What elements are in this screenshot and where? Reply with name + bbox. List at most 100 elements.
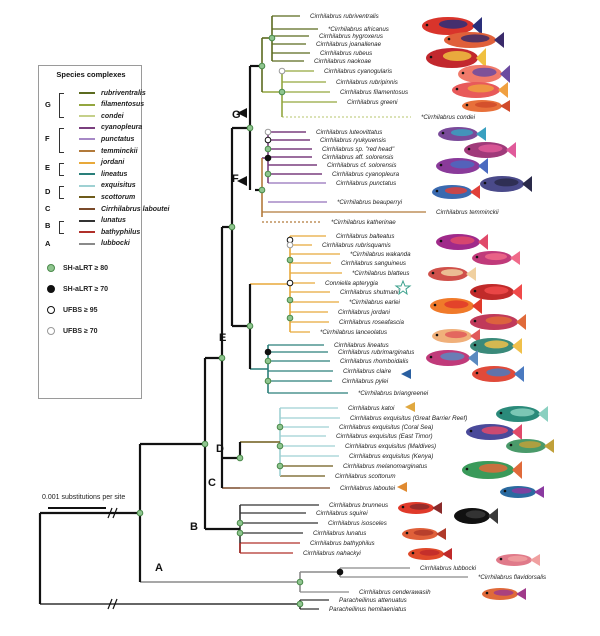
legend-complex-row: Cirrhilabrus laboutei [79,204,169,214]
legend-support-row: SH-aLRT ≥ 70 [47,283,108,295]
fish-pattern-icon [493,589,514,596]
support-node [264,377,272,385]
taxon-label: Cirrhilabrus rubriventralis [310,13,379,20]
fish-eye-icon [499,557,503,561]
fish-tail-icon [478,158,488,174]
fish-pattern-icon [511,487,532,494]
legend-complex-label: lunatus [101,217,126,225]
fish-pattern-icon [494,178,519,187]
branch-break [107,507,113,519]
support-dot-icon [47,264,55,272]
fish-tail-icon [506,142,516,158]
taxon-label: Cirrhilabrus aff. solorensis [322,154,394,161]
support-dot-icon [47,327,55,335]
support-node [286,241,294,249]
fish-pattern-icon [438,19,468,29]
taxon-label: Cirrhilabrus naokoae [314,58,372,65]
support-node [276,442,284,450]
fish-eye-icon [455,87,459,91]
fish-pattern-icon [484,286,509,295]
fish-tail-icon [470,185,480,199]
legend-line-swatch [79,126,95,129]
taxon-label: Cirrhilabrus balteatus [336,233,394,240]
fish-tail-icon [432,502,442,514]
legend-support-label: UFBS ≥ 95 [63,306,98,314]
taxon-label: Cirrhilabrus rhomboidalis [340,358,408,365]
legend-complex-row: exquisitus [79,181,136,191]
support-node [236,519,244,527]
taxon-label: Cirrhilabrus cf. solorensis [327,162,396,169]
taxon-label: Cirrhilabrus temminckii [436,209,499,216]
legend-line-swatch [79,138,95,141]
tree-support-nodes [136,34,344,608]
fish-tail-icon [516,314,526,330]
fish-eye-icon [473,343,477,347]
taxon-label: Cirrhilabrus joanallenae [316,41,382,48]
support-node [236,454,244,462]
legend-complex-label: scottorum [101,193,136,201]
taxon-label: Cirrhilabrus rubrisquamis [322,242,391,249]
fish-pattern-icon [409,503,430,510]
support-node [218,354,226,362]
fish-eye-icon [439,163,443,167]
support-node [276,423,284,431]
fish-pattern-icon [419,549,440,556]
fish-tail-icon [488,508,498,524]
support-node [286,279,294,287]
legend-support-row: UFBS ≥ 70 [47,325,98,337]
support-node [264,128,272,136]
legend-complex-row: bathyphilus [79,227,140,237]
clade-letter: B [190,521,198,533]
legend-complex-row: scottorum [79,192,135,202]
fish-eye-icon [433,303,437,307]
fish-pattern-icon [510,408,535,417]
taxon-label: Cirrhilabrus sp. "red head" [322,146,395,153]
fish-pattern-icon [451,129,473,137]
legend-line-swatch [79,103,95,106]
fish-tail-icon [470,329,480,343]
legend-complex-row: lineatus [79,169,127,179]
clade-letter: F [232,173,239,185]
fish-eye-icon [475,255,479,259]
fish-eye-icon [411,551,415,555]
legend-complex-row: temminckii [79,146,138,156]
support-node [286,314,294,322]
legend-group-letter: G [45,99,51,109]
taxon-label: Cirrhilabrus melanomarginatus [343,463,427,470]
fish-pattern-icon [441,269,463,277]
legend-group-bracket [59,127,64,153]
fish-pattern-icon [475,101,497,108]
fish-pattern-icon [481,426,508,435]
branch-break [107,598,113,610]
taxon-label: *Cirrhilabrus katherinae [331,219,396,226]
legend-complex-label: exquisitus [101,182,136,190]
legend-complex-label: bathyphilus [101,228,141,236]
fish-eye-icon [509,443,513,447]
fish-tail-icon [498,82,508,98]
fish-pattern-icon [440,352,465,361]
fish-tail-icon [472,298,482,314]
fish-tail-icon [516,588,526,600]
fish-eye-icon [461,71,465,75]
taxon-label: Cirrhilabrus pylei [342,378,389,385]
taxon-label: Cirrhilabrus greeni [347,99,398,106]
legend-group-letter: A [45,238,51,248]
fish-pattern-icon [507,555,528,562]
taxon-label: Cirrhilabrus laboutei [340,485,396,492]
fish-eye-icon [473,289,477,293]
taxon-label: *Cirrhilabrus condei [421,114,476,121]
taxon-label: Cirrhilabrus ryukyuensis [320,137,386,144]
taxon-label: Cirrhilabrus brunneus [329,502,388,509]
taxon-label: Cirrhilabrus punctatus [336,180,396,187]
legend-complex-label: cyanopleura [101,124,143,132]
legend-line-swatch [79,242,95,245]
legend-complex-label: temminckii [101,147,138,155]
taxon-label: *Cirrhilabrus africanus [328,26,389,33]
taxon-label: Cirrhilabrus exquisitus (Great Barrier R… [350,415,467,422]
fish-eye-icon [439,239,443,243]
fish-pattern-icon [478,144,503,153]
fish-tail-icon [534,486,544,498]
